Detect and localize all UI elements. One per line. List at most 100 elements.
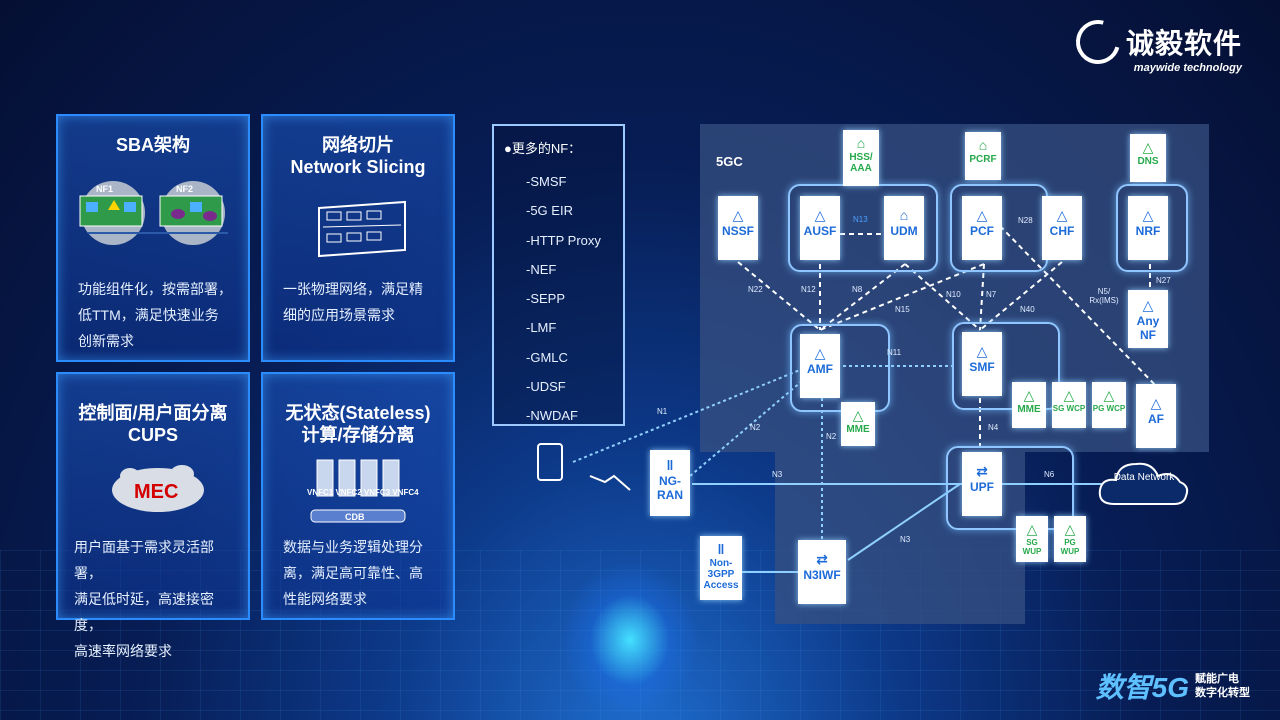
triangle-icon: △ xyxy=(1063,387,1075,403)
if-n1: N1 xyxy=(657,407,668,416)
desc-line: 满足低时延，高速接密度， xyxy=(74,591,214,633)
slicing-icon xyxy=(318,200,406,258)
data-network-cloud[interactable] xyxy=(1096,456,1192,512)
more-nf-list: -SMSF -5G EIR -HTTP Proxy -NEF -SEPP -LM… xyxy=(526,167,623,431)
triangle-icon: △ xyxy=(1142,139,1154,155)
antenna-icon: ǁ xyxy=(666,457,674,473)
node-label: N3IWF xyxy=(803,568,841,582)
card-desc: 一张物理网络，满足精 细的应用场景需求 xyxy=(283,276,439,328)
card-sba: SBA架构 NF1 NF2 功能组件化，按需部署， 低TTM，满足快速业务 创新… xyxy=(56,114,250,362)
card-title: 无状态(Stateless)计算/存储分离 xyxy=(263,402,453,446)
if-n3-ran: N3 xyxy=(772,470,783,479)
node-label: PCF xyxy=(970,224,994,238)
triangle-icon: △ xyxy=(1142,297,1154,313)
mec-badge: MEC xyxy=(134,481,178,503)
if-n3-n3iwf: N3 xyxy=(900,535,911,544)
node-pgw-up[interactable]: △PG WUP xyxy=(1054,516,1086,562)
node-pgw-cp[interactable]: △PG WCP xyxy=(1092,382,1126,428)
title-line: 无状态(Stateless) xyxy=(285,403,431,423)
node-label: PG WCP xyxy=(1092,404,1126,413)
footer-line: 赋能广电 xyxy=(1195,673,1239,685)
node-pcf[interactable]: △PCF xyxy=(962,196,1002,260)
node-hss[interactable]: ⌂HSS/ AAA xyxy=(843,130,879,186)
node-label: CHF xyxy=(1049,224,1075,238)
if-n40: N40 xyxy=(1020,305,1035,314)
triangle-icon: △ xyxy=(1064,521,1076,537)
node-chf[interactable]: △CHF xyxy=(1042,196,1082,260)
list-item: -SEPP xyxy=(526,291,566,307)
node-any-nf[interactable]: △Any NF xyxy=(1128,290,1168,348)
title-line: CUPS xyxy=(127,425,178,445)
node-label: DNS xyxy=(1137,156,1159,167)
node-label: Any NF xyxy=(1136,314,1160,342)
node-af[interactable]: △AF xyxy=(1136,384,1176,448)
brand-sub: maywide technology xyxy=(1133,62,1242,74)
triangle-icon: △ xyxy=(976,207,988,223)
database-icon: ⌂ xyxy=(899,207,909,223)
desc-line: 数据与业务逻辑处理分 xyxy=(283,539,423,555)
node-pcrf[interactable]: ⌂PCRF xyxy=(965,132,1001,180)
if-n22: N22 xyxy=(748,285,763,294)
nrf-group xyxy=(1116,184,1188,272)
node-upf[interactable]: ⇄UPF xyxy=(962,452,1002,516)
footer-small: 赋能广电数字化转型 xyxy=(1195,672,1250,700)
card-title: SBA架构 xyxy=(115,135,190,155)
vnfc-labels: VNFC1 VNFC2 VNFC3 VNFC4 xyxy=(307,488,419,497)
if-n7: N7 xyxy=(986,290,997,299)
if-n6: N6 xyxy=(1044,470,1055,479)
if-n8: N8 xyxy=(852,285,863,294)
node-sgw-up[interactable]: △SG WUP xyxy=(1016,516,1048,562)
smf-group xyxy=(952,322,1060,410)
node-label: AF xyxy=(1148,412,1164,426)
node-nssf[interactable]: △NSSF xyxy=(718,196,758,260)
node-label: SG WCP xyxy=(1052,404,1086,413)
if-n27: N27 xyxy=(1156,276,1171,285)
node-label: PCRF xyxy=(969,154,997,165)
more-nf-panel: ●更多的NF： -SMSF -5G EIR -HTTP Proxy -NEF -… xyxy=(492,124,625,426)
desc-line: 低TTM，满足快速业务 xyxy=(78,307,219,323)
node-mme-amf[interactable]: △MME xyxy=(841,402,875,446)
node-label: NSSF xyxy=(721,224,754,238)
list-item: -NEF xyxy=(526,261,557,277)
brand-name: 诚毅软件 xyxy=(1125,28,1242,59)
card-stateless: 无状态(Stateless)计算/存储分离 VNFC1 VNFC2 VNFC3 … xyxy=(261,372,455,620)
node-nrf[interactable]: △NRF xyxy=(1128,196,1168,260)
triangle-icon: △ xyxy=(976,343,988,359)
node-udm[interactable]: ⌂UDM xyxy=(884,196,924,260)
data-network-label: Data Network xyxy=(1113,472,1175,483)
node-label: UDM xyxy=(890,224,918,238)
upf-group xyxy=(946,446,1074,530)
database-icon: ⌂ xyxy=(856,135,866,151)
arrows-icon: ⇄ xyxy=(816,551,828,567)
node-label: SG WUP xyxy=(1022,538,1042,556)
node-amf[interactable]: △AMF xyxy=(800,334,840,398)
node-label: AUSF xyxy=(803,224,837,238)
node-label: NRF xyxy=(1135,224,1161,238)
title-line: 控制面/用户面分离 xyxy=(78,403,228,423)
node-smf[interactable]: △SMF xyxy=(962,332,1002,396)
cdb-label: CDB xyxy=(345,512,365,522)
node-sgw-cp[interactable]: △SG WCP xyxy=(1052,382,1086,428)
node-label: AMF xyxy=(807,362,833,376)
node-ausf[interactable]: △AUSF xyxy=(800,196,840,260)
desc-line: 离，满足高可靠性、高 xyxy=(283,565,423,581)
node-label: HSS/ AAA xyxy=(849,152,873,174)
triangle-icon: △ xyxy=(1142,207,1154,223)
node-mme-smf[interactable]: △MME xyxy=(1012,382,1046,428)
node-dns[interactable]: △DNS xyxy=(1130,134,1166,182)
node-label: Non- 3GPP Access xyxy=(703,558,739,591)
tablet-icon xyxy=(537,443,563,481)
node-label: MME xyxy=(1017,404,1041,415)
triangle-icon: △ xyxy=(1023,387,1035,403)
nf2-label: NF2 xyxy=(176,184,193,194)
triangle-icon: △ xyxy=(814,207,826,223)
if-n5: N5/ Rx(IMS) xyxy=(1089,287,1119,305)
node-n3iwf[interactable]: ⇄N3IWF xyxy=(798,540,846,604)
if-n4: N4 xyxy=(988,423,999,432)
title-line: 网络切片 xyxy=(322,135,394,155)
if-n11: N11 xyxy=(887,348,902,357)
